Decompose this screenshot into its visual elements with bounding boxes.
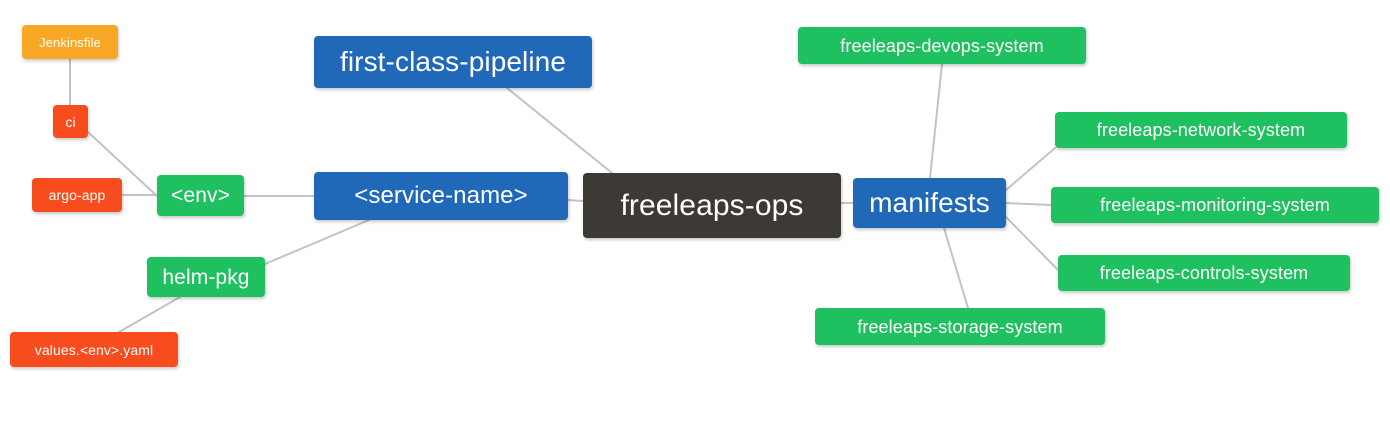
edge-service-name-to-freeleaps-ops xyxy=(567,199,584,202)
edge-values-yaml-to-helm-pkg xyxy=(118,296,181,333)
node-label: <service-name> xyxy=(354,182,528,209)
mindmap-node-manifests[interactable]: manifests xyxy=(853,178,1006,228)
node-label: freeleaps-network-system xyxy=(1096,120,1306,140)
mindmap-node-network-system[interactable]: freeleaps-network-system xyxy=(1055,112,1347,148)
node-label: freeleaps-controls-system xyxy=(1099,263,1309,283)
edge-helm-pkg-to-service-name xyxy=(264,219,370,265)
node-label: first-class-pipeline xyxy=(339,46,567,77)
node-label: freeleaps-ops xyxy=(620,188,804,222)
mindmap-node-first-class-pipeline[interactable]: first-class-pipeline xyxy=(314,36,592,88)
mindmap-node-devops-system[interactable]: freeleaps-devops-system xyxy=(798,27,1086,64)
edge-manifests-to-network-system xyxy=(1005,147,1056,191)
mindmap-node-ci[interactable]: ci xyxy=(53,105,88,138)
mindmap-node-jenkinsfile[interactable]: Jenkinsfile xyxy=(22,25,118,59)
node-label: argo-app xyxy=(48,187,106,203)
mindmap-node-env[interactable]: <env> xyxy=(157,175,244,216)
mindmap-node-values-yaml[interactable]: values.<env>.yaml xyxy=(10,332,178,367)
node-label: ci xyxy=(65,113,76,130)
edge-first-class-pipeline-to-freeleaps-ops xyxy=(506,87,613,174)
node-label: freeleaps-devops-system xyxy=(840,35,1044,56)
node-label: helm-pkg xyxy=(162,265,250,289)
mindmap-node-service-name[interactable]: <service-name> xyxy=(314,172,568,220)
node-label: Jenkinsfile xyxy=(39,34,101,50)
node-label: freeleaps-storage-system xyxy=(857,316,1063,337)
node-label: values.<env>.yaml xyxy=(34,341,154,358)
edge-manifests-to-controls-system xyxy=(1005,216,1059,271)
mindmap-node-argo-app[interactable]: argo-app xyxy=(32,178,122,212)
edge-manifests-to-monitoring-system xyxy=(1005,202,1052,206)
edge-manifests-to-storage-system xyxy=(943,227,969,309)
node-label: <env> xyxy=(171,184,230,207)
mindmap-node-controls-system[interactable]: freeleaps-controls-system xyxy=(1058,255,1350,291)
mindmap-node-monitoring-system[interactable]: freeleaps-monitoring-system xyxy=(1051,187,1379,223)
node-label: freeleaps-monitoring-system xyxy=(1100,195,1330,215)
edge-manifests-to-devops-system xyxy=(929,63,943,179)
mindmap-node-storage-system[interactable]: freeleaps-storage-system xyxy=(815,308,1105,345)
mindmap-node-helm-pkg[interactable]: helm-pkg xyxy=(147,257,265,297)
mindmap-node-freeleaps-ops[interactable]: freeleaps-ops xyxy=(583,173,841,238)
node-label: manifests xyxy=(869,187,990,218)
